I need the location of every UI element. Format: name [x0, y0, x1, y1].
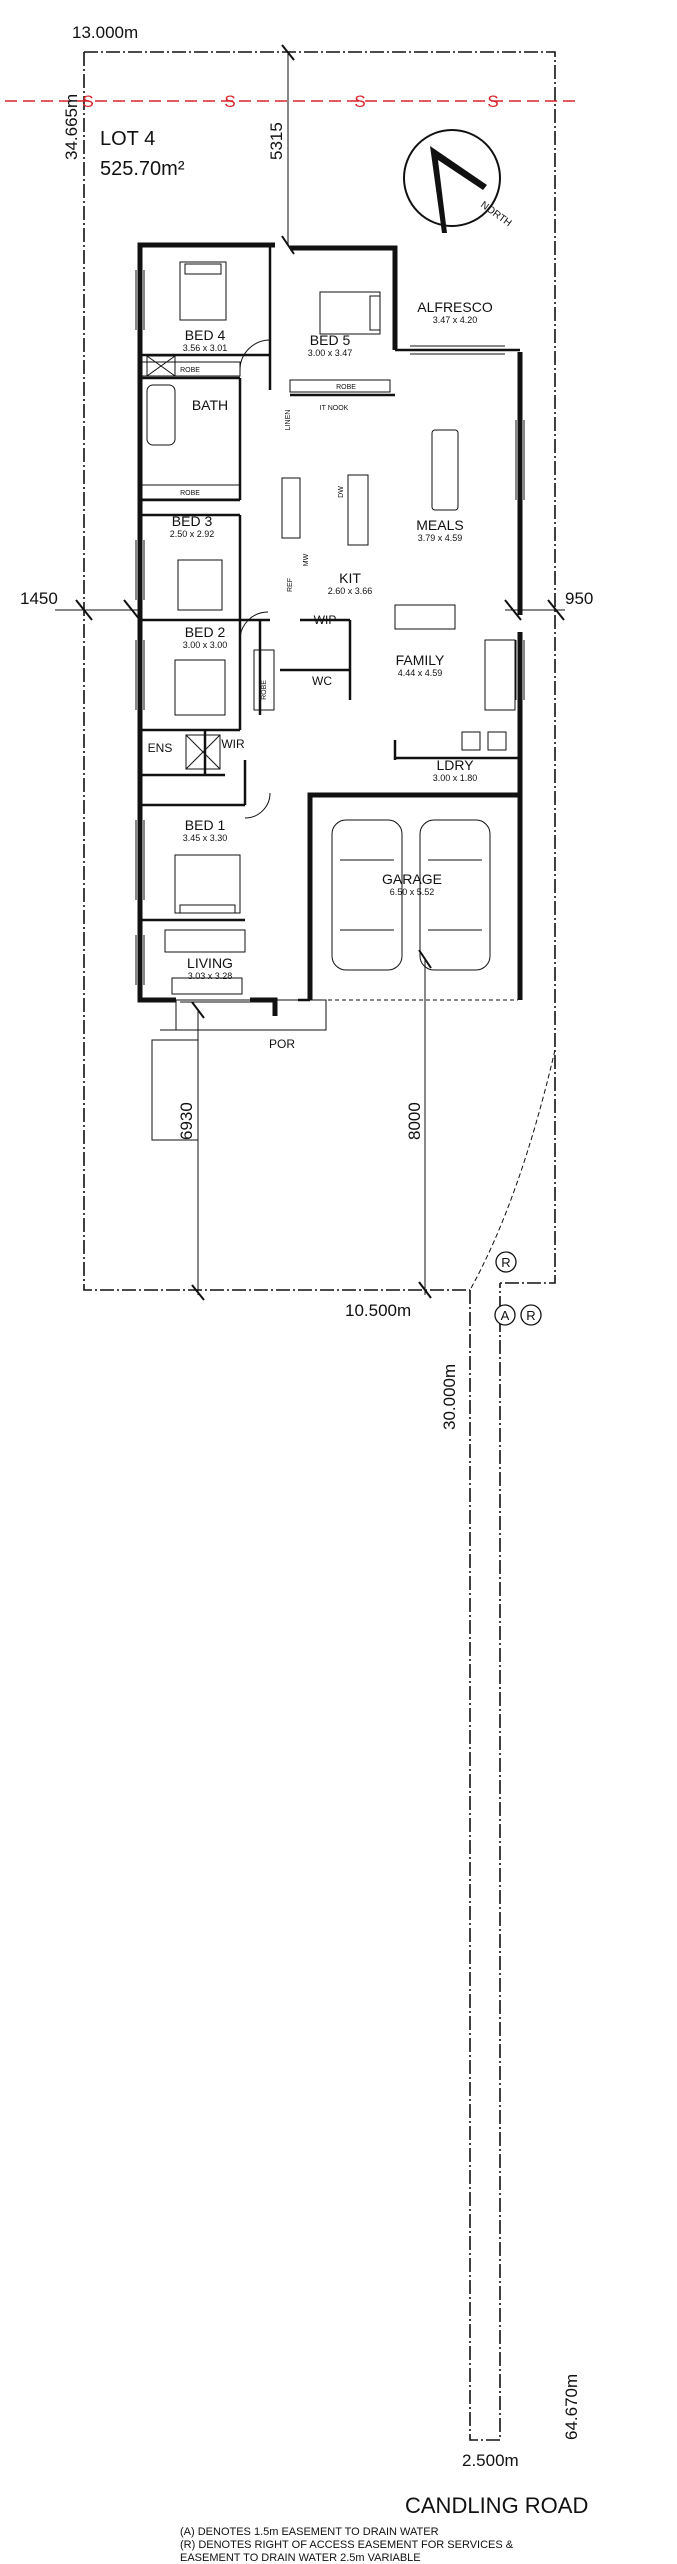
robe-label: ROBE	[261, 680, 268, 700]
note-r-line2: EASEMENT TO DRAIN WATER 2.5m VARIABLE	[180, 2552, 421, 2564]
rear-setback-right-value: 8000	[405, 1102, 424, 1140]
room-size-bed2: 3.00 x 3.00	[183, 640, 228, 650]
wir-label: WIR	[221, 737, 245, 751]
room-name-alfresco: ALFRESCO	[417, 299, 493, 315]
front-setback-value: 5315	[267, 122, 286, 160]
right-setback-dim	[504, 599, 565, 621]
room-name-meals: MEALS	[416, 517, 463, 533]
depth-dimension: 34.665m	[62, 94, 81, 160]
room-name-family: FAMILY	[396, 652, 445, 668]
sewer-mark: S	[224, 92, 235, 111]
tag-a: A	[501, 1308, 510, 1323]
easement-tag-a: A	[494, 1304, 516, 1326]
room-name-bed1: BED 1	[185, 817, 226, 833]
room-name-ldry: LDRY	[436, 757, 474, 773]
dw-label: DW	[338, 486, 345, 498]
room-size-bed1: 3.45 x 3.30	[183, 833, 228, 843]
rear-setback-left-dim	[151, 1001, 205, 1301]
tag-r: R	[526, 1308, 535, 1323]
room-size-bed3: 2.50 x 2.92	[170, 529, 215, 539]
house-walls	[137, 242, 523, 1016]
room-name-bath: BATH	[192, 397, 228, 413]
right-setback-value: 950	[565, 589, 593, 608]
room-name-kit: KIT	[339, 570, 361, 586]
room-size-garage: 6.50 x 5.52	[390, 887, 435, 897]
easement-tag-r2: R	[520, 1304, 542, 1326]
rear-width-dimension: 10.500m	[345, 1301, 411, 1320]
rear-setback-right-dim	[418, 949, 432, 1299]
room-size-bed5: 3.00 x 3.47	[308, 348, 353, 358]
room-size-meals: 3.79 x 4.59	[418, 533, 463, 543]
rear-setback-left-value: 6930	[177, 1102, 196, 1140]
corner-arc	[469, 1049, 556, 1291]
room-name-garage: GARAGE	[382, 871, 442, 887]
lot-label: LOT 4	[100, 128, 155, 150]
fixture-labels: ROBE ROBE ROBE ROBE LINEN IT NOOK WIP WC…	[148, 367, 357, 1051]
porch	[160, 999, 327, 1031]
room-size-alfresco: 3.47 x 4.20	[433, 315, 478, 325]
it-nook-label: IT NOOK	[320, 405, 349, 412]
interior-walls	[140, 245, 520, 1002]
windows	[135, 270, 525, 1003]
room-size-family: 4.44 x 4.59	[398, 668, 443, 678]
room-name-living: LIVING	[187, 955, 233, 971]
sewer-mark: S	[82, 92, 93, 111]
side-length-dimension: 64.670m	[562, 2374, 581, 2440]
handle-length-dimension: 30.000m	[440, 1364, 459, 1430]
furniture	[139, 261, 516, 995]
room-name-bed3: BED 3	[172, 513, 213, 529]
room-name-bed4: BED 4	[185, 327, 226, 343]
room-name-bed2: BED 2	[185, 624, 226, 640]
mw-label: MW	[303, 553, 310, 566]
easement-tag-r: R	[495, 1251, 517, 1273]
sewer-mark: S	[354, 92, 365, 111]
frontage-dimension: 13.000m	[72, 23, 138, 42]
front-setback-dim	[281, 44, 295, 255]
linen-label: LINEN	[285, 410, 292, 431]
left-setback-value: 1450	[20, 589, 58, 608]
robe-label: ROBE	[180, 490, 200, 497]
ref-label: REF	[287, 578, 294, 592]
note-a: (A) DENOTES 1.5m EASEMENT TO DRAIN WATER	[180, 2526, 439, 2538]
lot-area: 525.70m²	[100, 158, 185, 180]
left-setback-dim	[55, 599, 141, 621]
robe-label: ROBE	[336, 384, 356, 391]
wip-label: WIP	[314, 613, 337, 627]
note-r-line1: (R) DENOTES RIGHT OF ACCESS EASEMENT FOR…	[180, 2539, 514, 2551]
room-size-living: 3.03 x 3.28	[188, 971, 233, 981]
north-compass: NORTH	[403, 129, 513, 233]
handle-width-dimension: 2.500m	[462, 2451, 519, 2470]
tag-r: R	[501, 1255, 510, 1270]
lot-boundary	[83, 51, 556, 2441]
wc-label: WC	[312, 674, 332, 688]
room-size-kit: 2.60 x 3.66	[328, 586, 373, 596]
road-name: CANDLING ROAD	[405, 2493, 588, 2518]
robe-label: ROBE	[180, 367, 200, 374]
por-label: POR	[269, 1037, 295, 1051]
sewer-mark: S	[487, 92, 498, 111]
room-size-bed4: 3.56 x 3.01	[183, 343, 228, 353]
room-labels: BED 4 3.56 x 3.01 BED 5 3.00 x 3.47 ALFR…	[170, 299, 493, 981]
sewer-easement-marks: S S S S	[82, 92, 498, 111]
room-name-bed5: BED 5	[310, 332, 351, 348]
room-size-ldry: 3.00 x 1.80	[433, 773, 478, 783]
ens-label: ENS	[148, 741, 173, 755]
